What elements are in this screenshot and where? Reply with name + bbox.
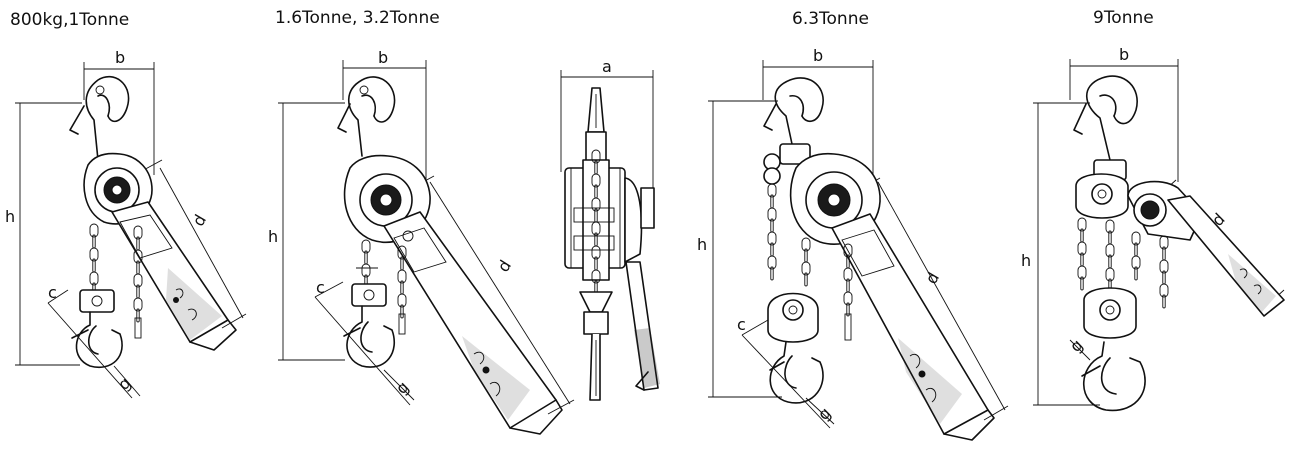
- dimension-c: c: [737, 315, 769, 336]
- dimension-a: a: [560, 57, 654, 190]
- dimension-label-d: d: [188, 211, 210, 229]
- dimension-b: b: [342, 48, 427, 182]
- dimension-b: b: [762, 46, 874, 185]
- figure-1-6-3-2-tonne: 1.6Tonne, 3.2Tonne b h d c g: [268, 8, 575, 435]
- dimension-label-c: c: [316, 278, 325, 297]
- dimension-label-d: d: [921, 269, 943, 287]
- dimension-label-b: b: [1119, 45, 1129, 64]
- dimension-h: h: [1021, 102, 1100, 406]
- top-hook: [1073, 75, 1138, 181]
- figure-9-tonne: 9Tonne b h d g: [1021, 8, 1285, 412]
- dimension-h: h: [697, 100, 782, 398]
- top-hook: [69, 75, 130, 161]
- dimension-label-c: c: [737, 315, 746, 334]
- dimension-label-g: g: [114, 373, 135, 394]
- dimension-g: g: [741, 334, 835, 429]
- upper-block: [1075, 173, 1129, 219]
- top-hook: [763, 77, 824, 165]
- bottom-hook: [71, 289, 123, 369]
- top-hook: [337, 76, 396, 157]
- bottom-hook: [1081, 287, 1146, 412]
- dimension-b: b: [83, 48, 155, 175]
- bottom-hook: [343, 283, 396, 368]
- dimension-c: c: [47, 283, 69, 304]
- load-chain: [767, 183, 853, 341]
- dimension-g: g: [1066, 335, 1091, 361]
- dimension-label-h: h: [5, 207, 15, 226]
- dimension-b: b: [1069, 45, 1179, 182]
- hand-lever: [831, 213, 995, 441]
- dimension-label-b: b: [115, 48, 125, 67]
- hand-lever: [111, 201, 237, 351]
- figure-title-9-tonne: 9Tonne: [1093, 8, 1154, 28]
- figure-title-6-3-tonne: 6.3Tonne: [792, 9, 869, 29]
- dimension-label-g: g: [1066, 335, 1087, 356]
- dimension-label-c: c: [48, 283, 57, 302]
- figure-title-800kg: 800kg,1Tonne: [10, 10, 129, 30]
- figure-side-view: a: [560, 57, 660, 401]
- hand-lever: [625, 261, 660, 391]
- dimension-label-h: h: [268, 227, 278, 246]
- hand-lever: [383, 211, 563, 435]
- figure-800kg-1tonne: 800kg,1Tonne b h d c: [5, 10, 247, 399]
- dimension-g: g: [47, 302, 141, 399]
- dimension-label-b: b: [813, 46, 823, 65]
- dimension-h: h: [268, 102, 345, 361]
- dimension-label-b: b: [378, 48, 388, 67]
- load-chain: [89, 223, 143, 339]
- dimension-c: c: [314, 278, 344, 298]
- dimension-label-a: a: [602, 57, 612, 76]
- dimension-label-h: h: [1021, 251, 1031, 270]
- bottom-hook: [579, 291, 613, 401]
- hoist-body: [1127, 180, 1203, 241]
- dimension-label-g: g: [392, 377, 413, 398]
- dimension-g: g: [314, 296, 415, 406]
- figure-6-3-tonne: 6.3Tonne b h d c g: [697, 9, 1009, 441]
- dimension-h: h: [5, 102, 82, 366]
- dimension-label-g: g: [814, 403, 835, 424]
- figure-title-1-6-tonne: 1.6Tonne, 3.2Tonne: [275, 8, 440, 28]
- top-hook: [585, 87, 607, 163]
- hand-lever: [1167, 195, 1285, 317]
- bottom-hook: [767, 292, 824, 404]
- dimension-label-h: h: [697, 235, 707, 254]
- load-chain: [356, 239, 407, 335]
- dimension-label-d: d: [493, 257, 514, 276]
